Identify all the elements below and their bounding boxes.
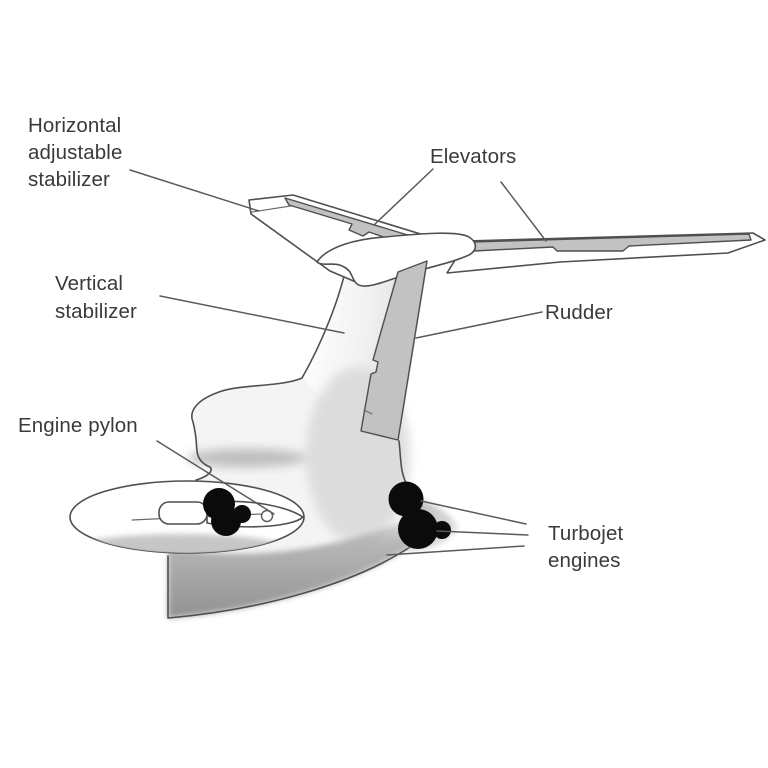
left-turbojet-engine bbox=[203, 488, 251, 536]
right-engine-lower-lobe bbox=[398, 509, 438, 549]
label-horizontal-adjustable-stabilizer: Horizontal adjustable stabilizer bbox=[28, 112, 122, 193]
leader-rudder bbox=[415, 311, 543, 339]
label-line: adjustable bbox=[28, 141, 123, 164]
label-rudder: Rudder bbox=[545, 301, 613, 324]
label-turbojet-engines: Turbojet engines bbox=[548, 520, 623, 574]
right-engine-upper-lobe bbox=[388, 481, 424, 517]
leader-engine-pylon bbox=[156, 440, 275, 515]
label-vertical-stabilizer: Vertical stabilizer bbox=[55, 270, 137, 326]
label-engine-pylon: Engine pylon bbox=[18, 414, 138, 437]
fuselage-outline-left bbox=[191, 377, 303, 481]
rudder-tick-mark bbox=[363, 409, 373, 415]
leader-turbojet-top bbox=[420, 500, 527, 525]
leader-elevators-right bbox=[500, 181, 547, 242]
label-elevators: Elevators bbox=[430, 145, 517, 168]
left-engine-intake-lip bbox=[158, 501, 208, 525]
tail-bullet-fairing bbox=[316, 232, 477, 287]
right-elevator bbox=[470, 233, 752, 252]
label-line: stabilizer bbox=[28, 168, 110, 191]
leader-horizontal-stabilizer bbox=[129, 169, 260, 212]
belly-shadow bbox=[168, 517, 435, 618]
fuselage-outline-right bbox=[398, 440, 407, 484]
rudder bbox=[360, 260, 428, 441]
fuselage-smudge-streak bbox=[187, 449, 307, 467]
leader-turbojet-middle bbox=[436, 530, 529, 536]
right-engine-nub bbox=[433, 521, 451, 539]
label-line: Turbojet bbox=[548, 522, 624, 545]
label-line: stabilizer bbox=[55, 300, 137, 323]
label-line: Horizontal bbox=[28, 114, 122, 137]
leader-turbojet-bottom bbox=[386, 545, 525, 556]
right-turbojet-engine bbox=[388, 481, 451, 549]
left-nacelle-bottom-shade bbox=[75, 534, 285, 553]
leader-vertical-stabilizer bbox=[159, 295, 345, 334]
leader-elevators-left bbox=[374, 168, 434, 225]
label-line: Vertical bbox=[55, 272, 124, 295]
label-line: engines bbox=[548, 549, 621, 572]
left-engine-nub bbox=[233, 505, 251, 523]
